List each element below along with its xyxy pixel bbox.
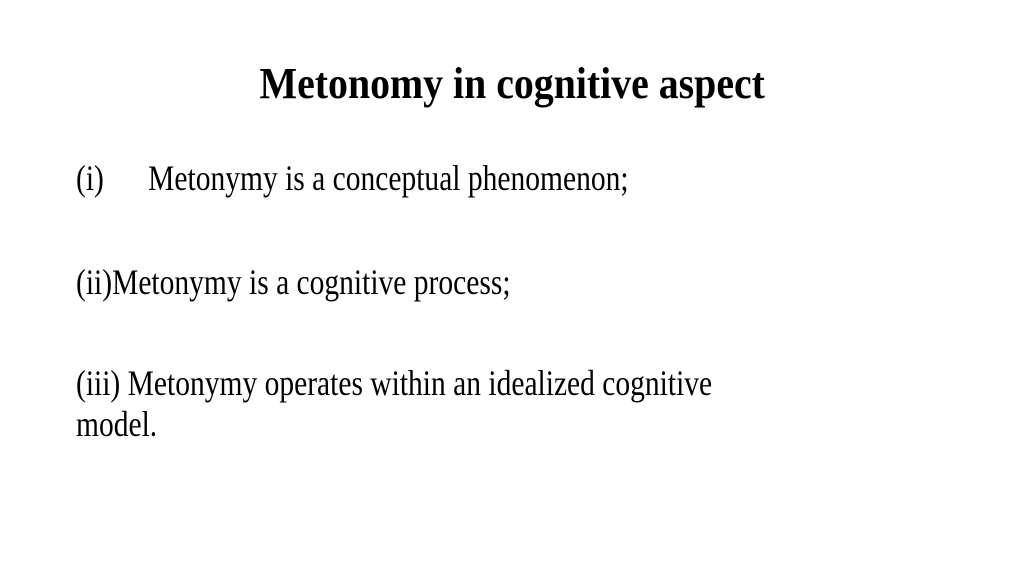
list-item: (i) Metonymy is a conceptual phenomenon; [76,158,629,199]
item-marker: (iii) [76,363,121,403]
slide-title-text: Metonomy in cognitive aspect [259,59,765,108]
list-item: (iii) Metonymy operates within an ideali… [76,363,712,445]
item-marker: (ii) [76,262,113,302]
item-text-continuation: model. [76,404,158,444]
list-item: (ii)Metonymy is a cognitive process; [76,262,511,303]
slide-title: Metonomy in cognitive aspect [0,58,1024,110]
item-marker: (i) [76,158,104,198]
item-text: Metonymy operates within an idealized co… [120,363,713,403]
item-text: Metonymy is a conceptual phenomenon; [148,158,629,198]
item-text: Metonymy is a cognitive process; [112,262,511,302]
